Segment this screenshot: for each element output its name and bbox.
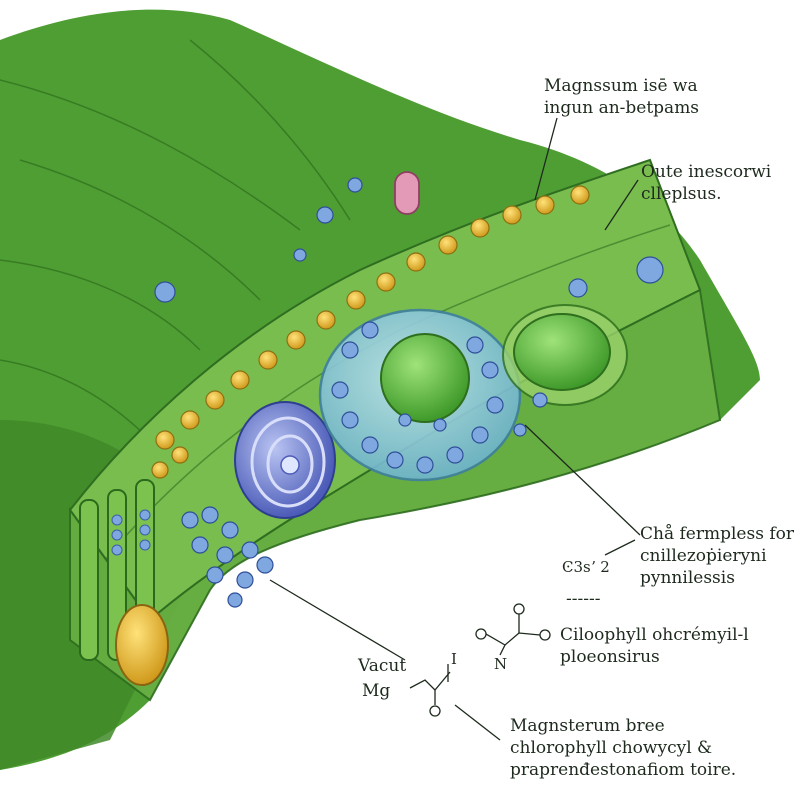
label-line: Oute inescorwi — [641, 162, 772, 182]
label-line: pynnilessis — [640, 568, 735, 588]
chem-atom-i: I — [451, 650, 457, 668]
label-line: Magnssum isē wa — [544, 76, 698, 96]
chem-structure-bottom — [409, 664, 451, 717]
leader-lines — [269, 117, 641, 741]
nucleus — [234, 401, 336, 519]
label-line: clleplsus. — [641, 184, 722, 204]
vessel-vesicles — [111, 509, 151, 556]
chloroplast-row — [151, 185, 590, 479]
leaf-veins — [0, 39, 351, 441]
label-magnesium-bottom: Magnsterum bree chlorophyll chowycyl & p… — [510, 715, 736, 781]
vacuole-vesicles — [331, 321, 504, 474]
chem-formula-small: Ͼ3sʼ 2 — [562, 558, 610, 576]
label-divider: ------ — [566, 589, 601, 609]
vesicle-cluster — [181, 506, 274, 608]
label-vacuole: Vacut — [358, 656, 407, 676]
label-mg: Mg — [362, 681, 391, 701]
label-line: ploeonsirus — [560, 647, 660, 667]
label-chlorophyll-synthesis: Chå fermpless for cnillezoṗieryni pynnil… — [640, 523, 794, 589]
chem-atom-n: N — [494, 655, 508, 673]
vacuole — [318, 308, 522, 482]
label-outer: Oute inescorwi clleplsus. — [641, 161, 771, 205]
yellow-plastid — [115, 604, 169, 686]
label-magnesium-top: Magnssum isē wa ingun an-betpams — [544, 75, 699, 119]
label-line: ingun an-betpams — [544, 98, 700, 118]
label-chlorophyll-chain: Ciloophyll ohcrémyil-l ploeonsirus — [560, 624, 749, 668]
label-line: praprenđestonafiom toire. — [510, 760, 737, 780]
mitochondrion — [394, 171, 420, 215]
label-line: Ciloophyll ohcrémyil-l — [560, 625, 749, 645]
label-line: Chå fermpless for — [640, 524, 794, 544]
chem-structure-top — [475, 603, 551, 656]
label-line: Magnsterum bree — [510, 716, 665, 736]
label-line: cnillezoṗieryni — [640, 546, 767, 566]
chloroplast-large — [502, 304, 628, 406]
label-line: chlorophyll chowycyl & — [510, 738, 713, 758]
scattered-vesicles — [154, 177, 664, 437]
